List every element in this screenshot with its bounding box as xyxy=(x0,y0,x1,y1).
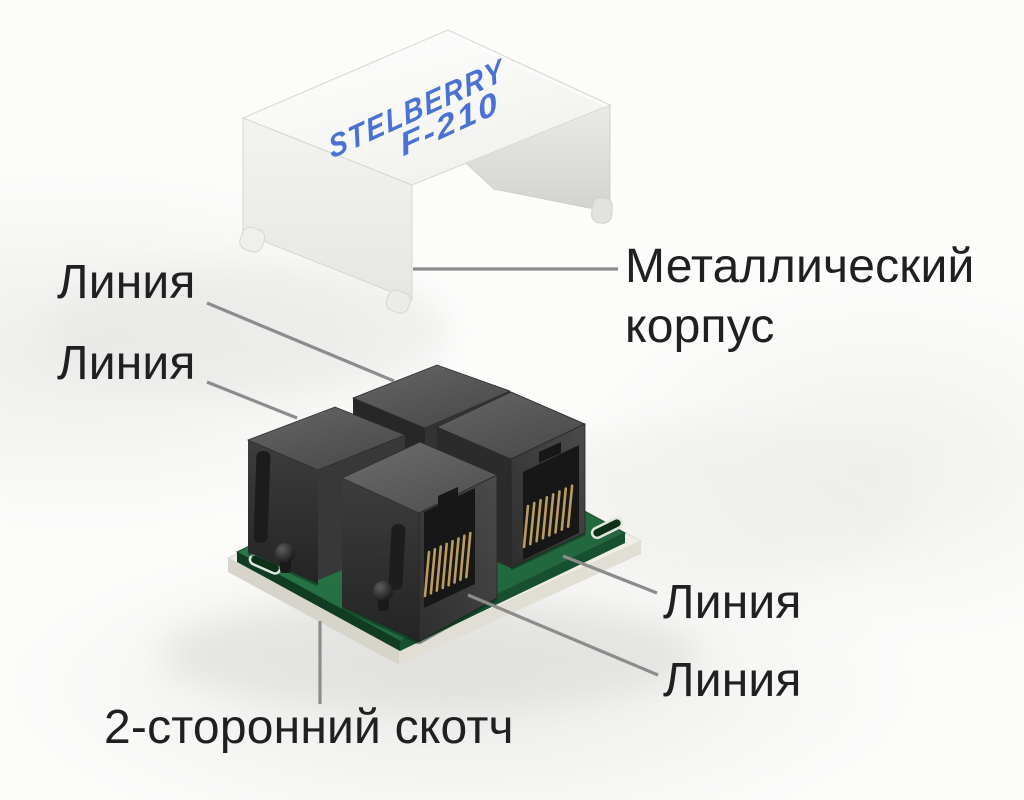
leader-line-line-right-1 xyxy=(562,554,658,595)
cover-foot-right xyxy=(591,197,613,224)
leader-line-line-2 xyxy=(206,380,298,420)
metal-cover: STELBERRY F-210 xyxy=(239,29,613,314)
jack-front-socket-key xyxy=(438,487,458,507)
cover-bend-highlight-right xyxy=(449,32,608,108)
jack-front-gold-pins xyxy=(423,531,472,598)
tape-side-right xyxy=(399,541,641,665)
pcb-side-left xyxy=(237,552,400,651)
jack-right-socket-key xyxy=(539,442,561,463)
mounting-pegs xyxy=(275,543,393,611)
peg-ball-1 xyxy=(275,543,295,563)
label-line-top-1: Линия xyxy=(57,256,196,309)
label-double-sided-tape: 2-сторонний скотч xyxy=(104,701,514,754)
pcb-assembly xyxy=(226,364,643,665)
jack-left-latch-slot xyxy=(253,450,271,544)
jack-left-top-face xyxy=(246,406,407,471)
tape-side-left xyxy=(228,558,399,665)
cover-foot-left-1 xyxy=(239,226,266,253)
label-metal-case: Металлический корпус xyxy=(625,240,975,353)
jack-front-left-face xyxy=(342,478,419,642)
jack-front-contact-shadow-right xyxy=(418,597,498,645)
pcb-slot-hole-3 xyxy=(590,516,624,540)
label-line-right-1: Линия xyxy=(663,576,802,629)
label-line-right-2: Линия xyxy=(663,654,802,707)
board-shadow xyxy=(160,600,700,710)
jack-front-contact-shadow-left xyxy=(341,606,420,645)
leader-line-line-right-2 xyxy=(467,593,659,677)
cover-foot-left-2 xyxy=(385,289,411,314)
jack-right-gold-pins xyxy=(522,484,574,549)
peg-ball-2 xyxy=(373,581,393,601)
leader-lines xyxy=(206,267,659,704)
jack-rear-top-face xyxy=(351,364,512,429)
label-line-top-2: Линия xyxy=(57,337,196,390)
rj45-jack-front xyxy=(341,441,498,645)
leader-line-line-1 xyxy=(206,301,395,383)
jack-right-contact-shadow xyxy=(510,532,586,571)
cover-left-flap xyxy=(242,117,413,301)
jack-front-latch-slot xyxy=(388,523,406,591)
